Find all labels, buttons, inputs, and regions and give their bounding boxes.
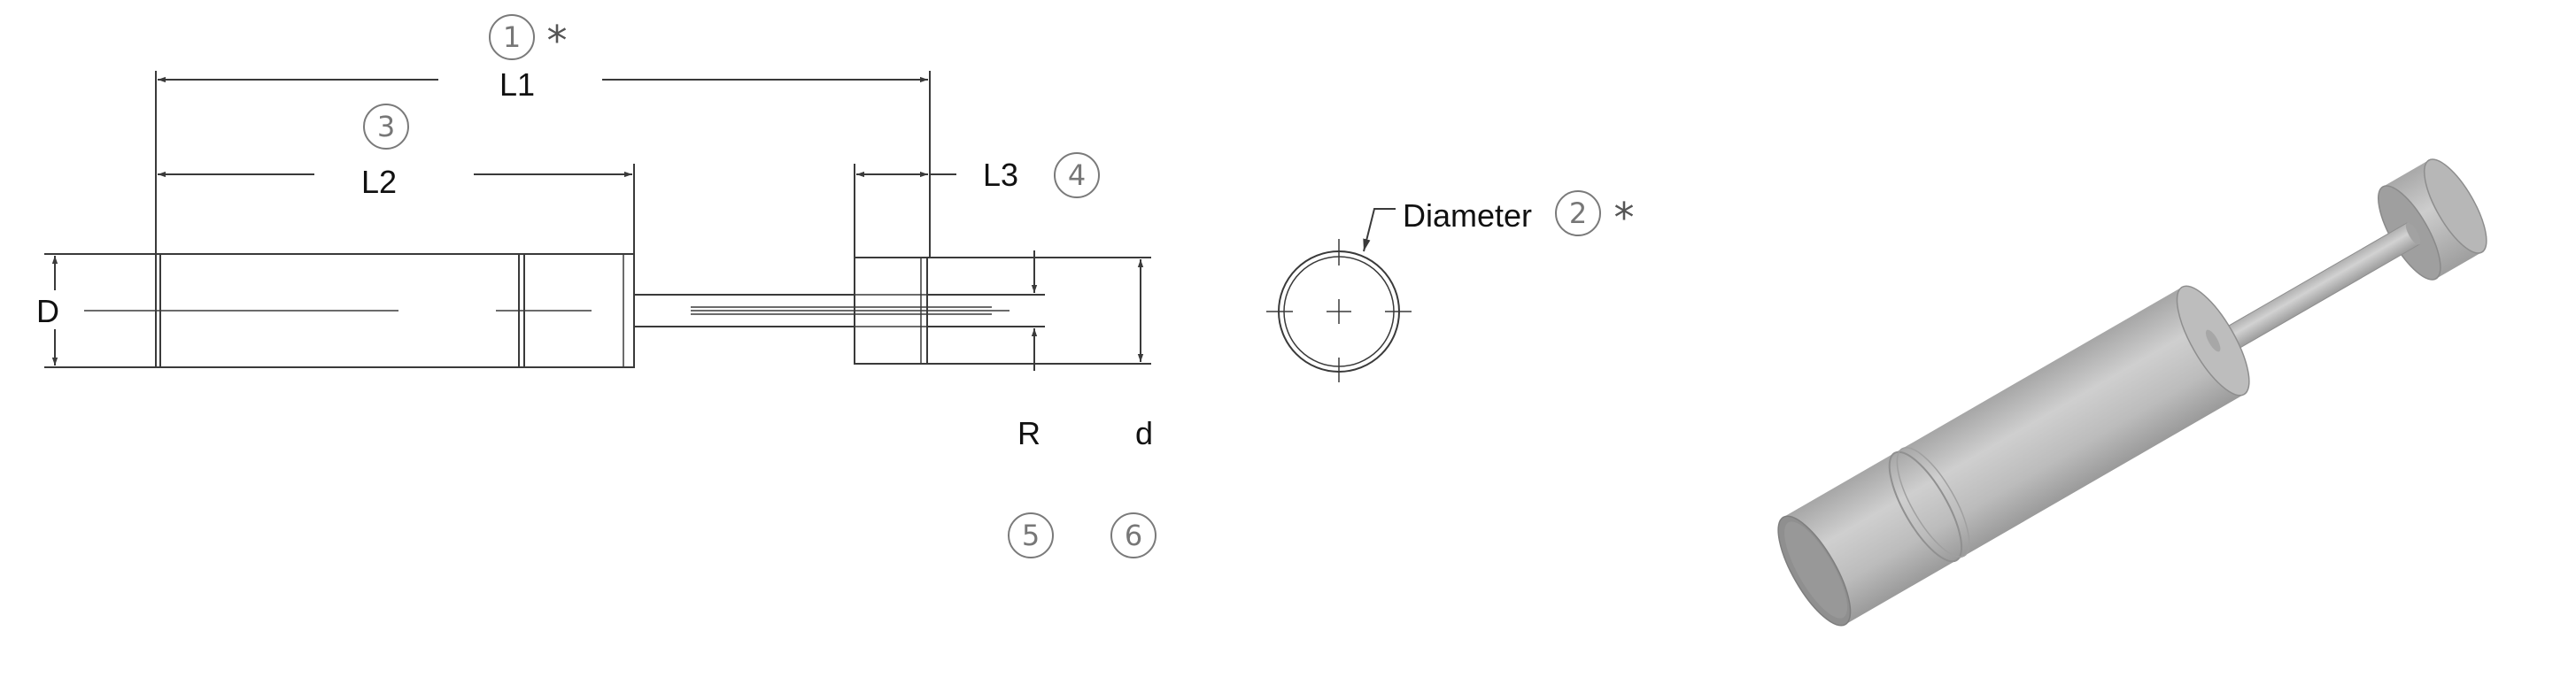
piston-rod: [634, 294, 992, 327]
callout-3-number: 3: [377, 110, 395, 143]
callout-5: 5: [1008, 512, 1054, 558]
callout-1: 1: [489, 14, 535, 60]
dimension-l1: [155, 71, 931, 254]
callout-2: 2: [1555, 190, 1601, 236]
label-d-outer: D: [36, 293, 59, 329]
dimension-outer-diameter: [44, 253, 156, 368]
label-diameter: Diameter: [1403, 197, 1532, 234]
diameter-symbol: [1266, 208, 1412, 382]
shock-absorber-3d-render: [1777, 158, 2487, 627]
callout-4-number: 4: [1068, 158, 1086, 192]
dimension-l3: [854, 164, 956, 258]
callout-6: 6: [1110, 512, 1156, 558]
side-view-drawing: [44, 71, 1151, 371]
callout-2-number: 2: [1569, 196, 1587, 230]
label-l3: L3: [983, 157, 1018, 193]
asterisk-l1: *: [547, 17, 568, 65]
dimension-cap-diameter: [927, 257, 1151, 365]
label-d-inner: d: [1135, 415, 1153, 451]
dimension-rod: [927, 250, 1045, 371]
asterisk-diameter: *: [1614, 194, 1635, 242]
callout-4: 4: [1054, 152, 1100, 198]
3d-end-cap: [2377, 158, 2487, 281]
callout-3: 3: [363, 104, 409, 150]
label-r: R: [1017, 415, 1040, 451]
callout-1-number: 1: [503, 20, 521, 54]
label-l1: L1: [499, 66, 535, 103]
3d-piston-rod: [2194, 222, 2421, 367]
dimension-l2: [158, 164, 635, 254]
3d-body-cylinder: [1777, 285, 2250, 627]
label-l2: L2: [361, 164, 397, 200]
callout-5-number: 5: [1022, 519, 1040, 552]
callout-6-number: 6: [1125, 519, 1142, 552]
